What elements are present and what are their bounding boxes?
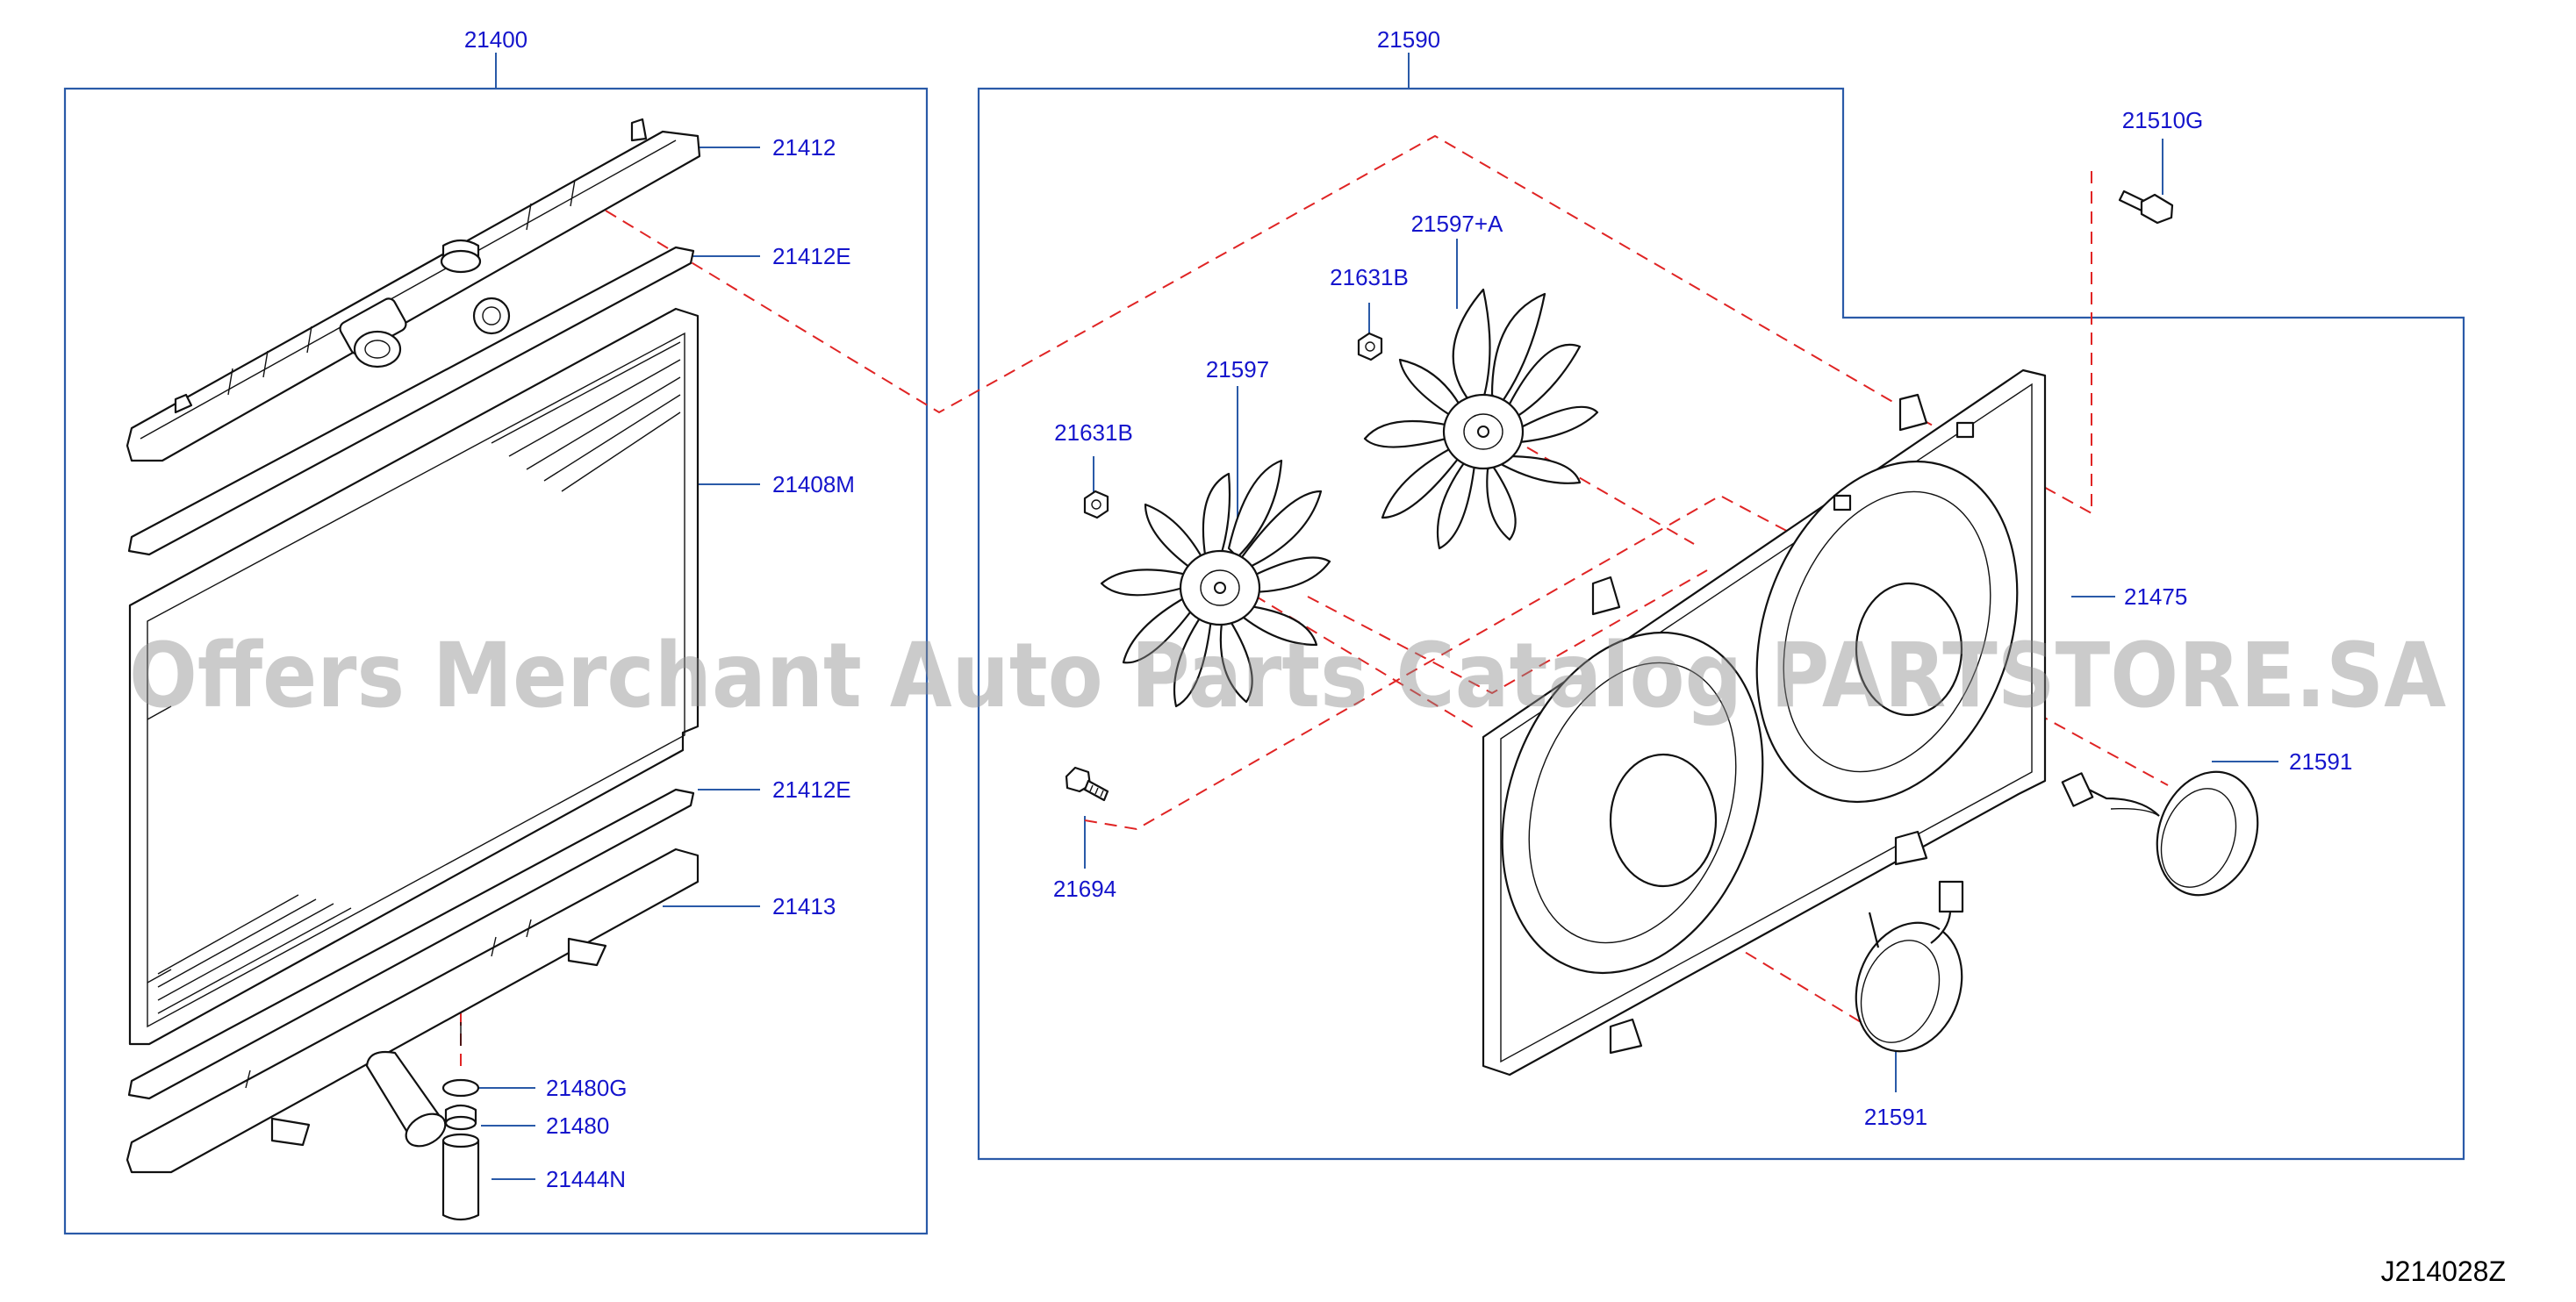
label-21597[interactable]: 21597 xyxy=(1206,356,1269,383)
label-21480G[interactable]: 21480G xyxy=(546,1075,628,1101)
fan-motor-bottom[interactable] xyxy=(1839,880,1979,1066)
fan-blade[interactable] xyxy=(1100,459,1331,708)
label-21400[interactable]: 21400 xyxy=(464,26,527,53)
radiator-assembly[interactable] xyxy=(126,118,701,1221)
label-21412E-bottom[interactable]: 21412E xyxy=(772,776,851,803)
drain-hose[interactable] xyxy=(441,1133,480,1221)
fan-blade-a[interactable] xyxy=(1363,288,1599,550)
label-21412E-top[interactable]: 21412E xyxy=(772,243,851,269)
label-21510G[interactable]: 21510G xyxy=(2122,107,2204,133)
radiator-core[interactable] xyxy=(128,307,700,1046)
label-21694[interactable]: 21694 xyxy=(1053,876,1116,902)
upper-tank[interactable] xyxy=(126,118,701,462)
label-21590[interactable]: 21590 xyxy=(1377,26,1440,53)
label-21413[interactable]: 21413 xyxy=(772,893,836,919)
label-21631B-top[interactable]: 21631B xyxy=(1330,264,1409,290)
label-21475[interactable]: 21475 xyxy=(2124,583,2187,610)
label-21408M[interactable]: 21408M xyxy=(772,471,855,497)
label-21591-bottom[interactable]: 21591 xyxy=(1864,1104,1927,1130)
label-21444N[interactable]: 21444N xyxy=(546,1166,626,1192)
label-21631B-left[interactable]: 21631B xyxy=(1054,419,1133,446)
fan-shroud[interactable] xyxy=(1457,368,2063,1077)
part-labels: 21400 21590 21412 21412E 21408M 21412E 2… xyxy=(464,26,2352,1192)
fan-group-frame xyxy=(977,87,2465,1161)
upper-seal[interactable] xyxy=(127,246,695,556)
label-21480[interactable]: 21480 xyxy=(546,1112,609,1139)
shroud-screw[interactable] xyxy=(1065,766,1109,802)
group-frames xyxy=(63,53,2465,1235)
fan-nut-top[interactable] xyxy=(1357,332,1383,361)
shroud-bolt[interactable] xyxy=(2118,190,2174,225)
fan-motor-right[interactable] xyxy=(2061,758,2275,910)
watermark: Offers Merchant Auto Parts Catalog PARTS… xyxy=(129,624,2446,728)
lower-seal[interactable] xyxy=(127,788,695,1100)
leader-lines xyxy=(478,139,2278,1180)
drain-plug[interactable] xyxy=(444,1104,477,1131)
label-21412[interactable]: 21412 xyxy=(772,134,836,161)
drain-plug-oring[interactable] xyxy=(441,1078,480,1098)
label-21591-right[interactable]: 21591 xyxy=(2289,748,2352,775)
lower-tank[interactable] xyxy=(126,848,700,1174)
label-21597A[interactable]: 21597+A xyxy=(1411,211,1503,237)
fan-nut-left[interactable] xyxy=(1083,490,1109,519)
diagram-code: J214028Z xyxy=(2381,1256,2506,1287)
